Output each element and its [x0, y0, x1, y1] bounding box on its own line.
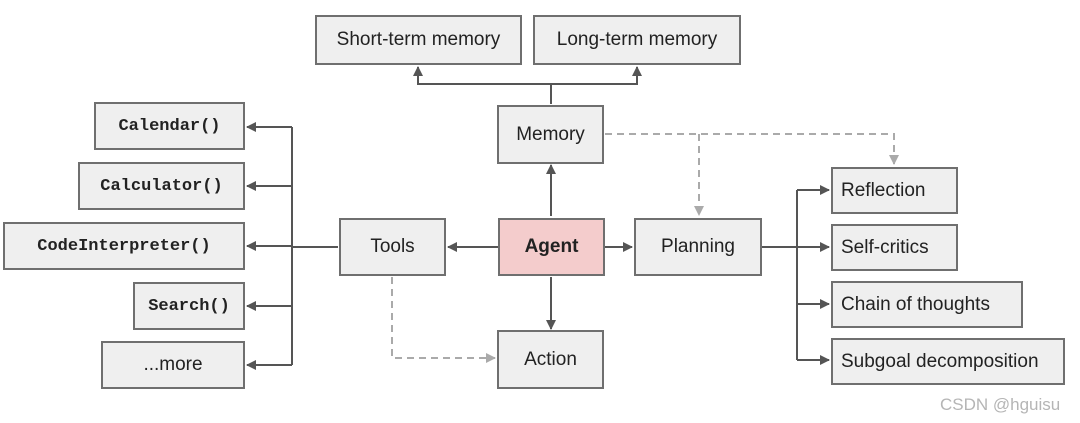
tool-calculator: Calculator() [78, 162, 245, 210]
tool-more: ...more [101, 341, 245, 389]
planning-box: Planning [634, 218, 762, 276]
planning-self-critics: Self-critics [831, 224, 958, 271]
tools-to-action-dashed [391, 277, 496, 363]
long-term-memory-box: Long-term memory [533, 15, 741, 65]
tool-calendar: Calendar() [94, 102, 245, 150]
planning-bus [762, 190, 798, 360]
tools-box: Tools [339, 218, 446, 276]
watermark: CSDN @hguisu [940, 395, 1061, 414]
memory-to-shortterm-arrow [413, 66, 552, 104]
planning-reflection: Reflection [831, 167, 958, 214]
action-box: Action [497, 330, 604, 389]
planning-subgoal-decomposition: Subgoal decomposition [831, 338, 1065, 385]
memory-to-planning-dashed [605, 133, 899, 165]
planning-chain-of-thoughts: Chain of thoughts [831, 281, 1023, 328]
tools-bus [291, 127, 338, 365]
short-term-memory-box: Short-term memory [315, 15, 522, 65]
memory-to-longterm-arrow [551, 66, 642, 85]
agent-box: Agent [498, 218, 605, 276]
memory-box: Memory [497, 105, 604, 164]
tool-code-interpreter: CodeInterpreter() [3, 222, 245, 270]
tool-search: Search() [133, 282, 245, 330]
